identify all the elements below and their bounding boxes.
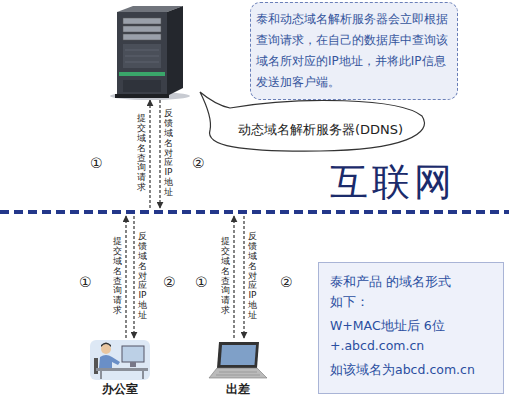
note-text: W+MAC地址后 6位 +.abcd.com.cn bbox=[330, 316, 465, 356]
dashed-arrow bbox=[159, 100, 160, 208]
callout-text: 泰和动态域名解析服务器会立即根据查询请求，在自己的数据库中查询该域名所对应的IP… bbox=[256, 9, 450, 93]
arrow-label: 反馈域名对应IP地址 bbox=[248, 232, 257, 321]
laptop-illustration bbox=[205, 338, 271, 382]
callout-box: 泰和动态域名解析服务器会立即根据查询请求，在自己的数据库中查询该域名所对应的IP… bbox=[250, 2, 458, 100]
callout-number: ① bbox=[195, 274, 208, 290]
dashed-arrow bbox=[149, 100, 150, 208]
arrow-label: 提交域名查询请求 bbox=[137, 114, 146, 193]
dashed-arrow bbox=[125, 216, 126, 338]
callout-number: ② bbox=[192, 155, 205, 171]
speech-bubble bbox=[200, 92, 424, 151]
internet-dashed-line bbox=[0, 208, 509, 216]
internet-title: 互联网 bbox=[330, 160, 456, 204]
callout-number: ② bbox=[280, 274, 293, 290]
office-node: 办公室 bbox=[88, 338, 152, 396]
dashed-arrow bbox=[233, 216, 234, 338]
callout-number: ① bbox=[90, 155, 103, 171]
arrow-label: 反馈域名对应IP地址 bbox=[138, 232, 147, 321]
office-illustration bbox=[88, 338, 152, 382]
server-node: 动态域名解析服务器(DDNS) bbox=[95, 2, 200, 100]
node-caption: 出差 bbox=[205, 382, 271, 396]
product-box: 泰和产品 的域名形式 如下：W+MAC地址后 6位 +.abcd.com.cn 如… bbox=[318, 262, 504, 394]
dashed-arrow bbox=[243, 216, 244, 338]
bubble-text: 动态域名解析服务器(DDNS) bbox=[238, 121, 403, 139]
server-illustration bbox=[95, 2, 200, 100]
note-text: 如该域名为abcd.com.cn bbox=[330, 360, 492, 380]
dashed-arrow bbox=[133, 216, 134, 338]
laptop-node: 出差 bbox=[205, 338, 271, 396]
node-caption: 办公室 bbox=[88, 382, 152, 396]
arrow-label: 提交域名查询请求 bbox=[221, 237, 230, 316]
note-heading: 泰和产品 的域名形式 如下： bbox=[330, 272, 465, 312]
internet-band: 互联网 bbox=[0, 208, 509, 216]
arrow-label: 反馈域名对应IP地址 bbox=[164, 109, 173, 198]
arrow-label: 提交域名查询请求 bbox=[113, 237, 122, 316]
callout-number: ② bbox=[163, 274, 176, 290]
callout-number: ① bbox=[79, 274, 92, 290]
